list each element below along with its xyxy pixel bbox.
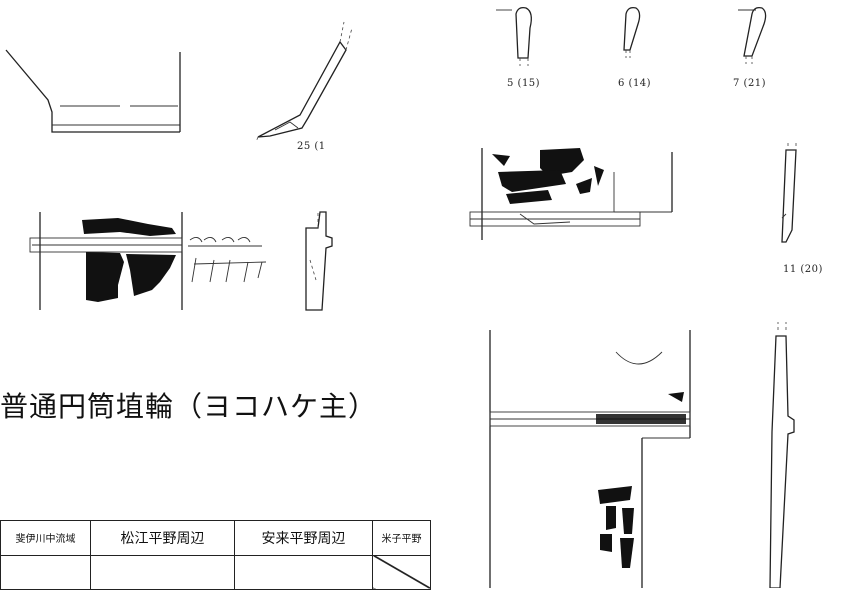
drawing-rim-5 [496, 6, 532, 66]
drawing-base-section [255, 21, 353, 143]
region-table: 斐伊川中流域 松江平野周辺 安来平野周辺 米子平野 [0, 520, 431, 590]
header-matsue: 松江平野周辺 [90, 520, 235, 556]
drawing-rim-7 [738, 6, 767, 64]
figure-label-5: 5 (15) [507, 78, 541, 89]
drawing-cylinder-band [29, 212, 267, 310]
drawing-rim-6 [623, 6, 641, 58]
table-cell [90, 554, 235, 590]
figure-label-7: 7 (21) [733, 78, 767, 89]
figure-label-11: 11 (20) [783, 264, 823, 275]
drawing-large-cylinder [489, 330, 691, 588]
drawing-cylinder-section [305, 211, 333, 311]
table-cell [234, 554, 373, 590]
table-row [0, 554, 431, 590]
drawing-sherd-11 [781, 140, 797, 243]
drawing-cylinder-2 [469, 148, 673, 240]
section-title: 普通円筒埴輪（ヨコハケ主） [0, 390, 378, 423]
figure-label-25: 25 (1 [297, 141, 326, 152]
header-yonago: 米子平野 [372, 520, 431, 556]
table-cell [372, 554, 431, 590]
header-hiikawa: 斐伊川中流域 [0, 520, 91, 556]
drawing-base-fragment [5, 49, 181, 133]
drawing-large-section [769, 322, 795, 588]
figure-label-6: 6 (14) [618, 78, 652, 89]
table-cell [0, 554, 91, 590]
header-yasugi: 安来平野周辺 [234, 520, 373, 556]
table-header-row: 斐伊川中流域 松江平野周辺 安来平野周辺 米子平野 [0, 520, 431, 556]
